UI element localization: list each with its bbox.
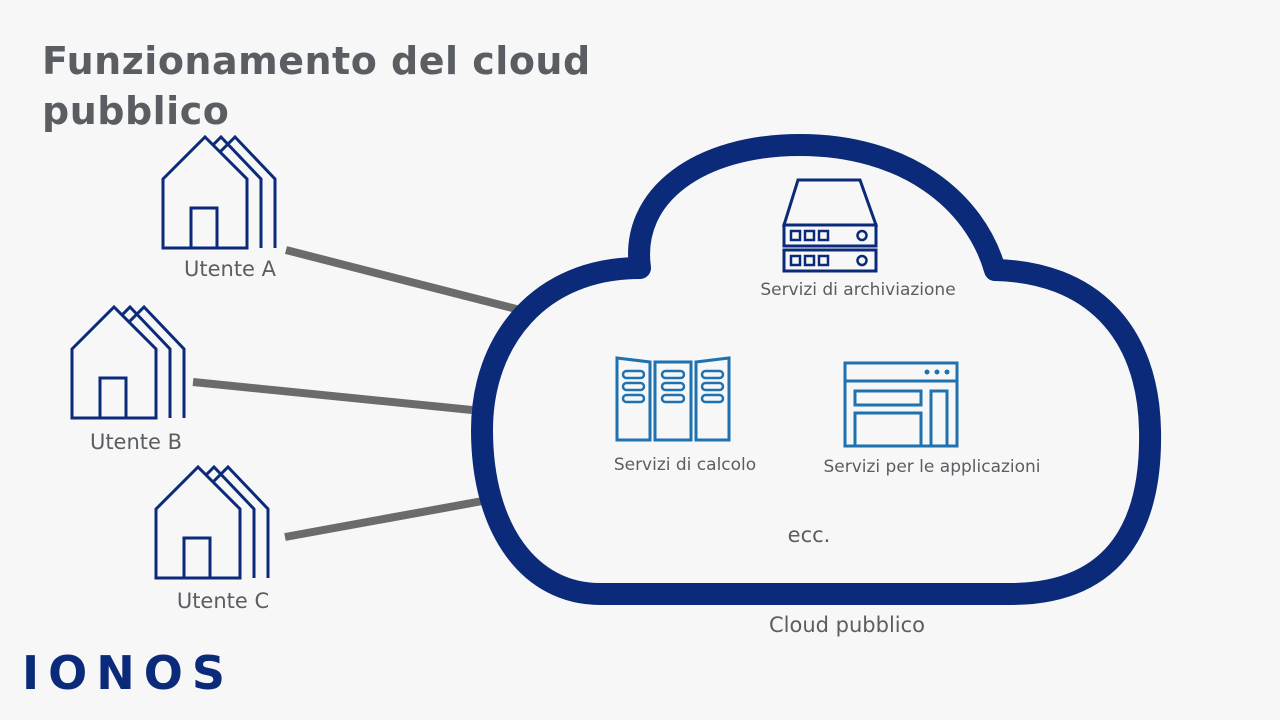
connector-user-a [285,246,529,316]
etc-label: ecc. [788,523,831,547]
connector-user-c [284,496,489,541]
user-label-b: Utente B [90,430,182,454]
ionos-logo: IONOS [22,646,234,700]
connector-user-b [192,378,473,414]
storage-server-icon [781,178,879,273]
compute-services-label: Servizi di calcolo [614,455,756,475]
storage-services-label: Servizi di archiviazione [760,280,955,300]
application-window-icon [843,361,959,448]
application-services-label: Servizi per le applicazioni [823,457,1040,477]
user-label-a: Utente A [184,257,277,281]
cloud-label: Cloud pubblico [769,613,925,637]
compute-rack-icon [615,356,731,442]
connectors [192,246,529,541]
page-title: Funzionamento del cloud pubblico [42,39,591,133]
house-icon-a [161,134,277,250]
house-icon-b [70,304,186,420]
user-label-c: Utente C [177,589,269,613]
cloud-shape [471,134,1162,605]
house-icon-c [154,464,270,580]
